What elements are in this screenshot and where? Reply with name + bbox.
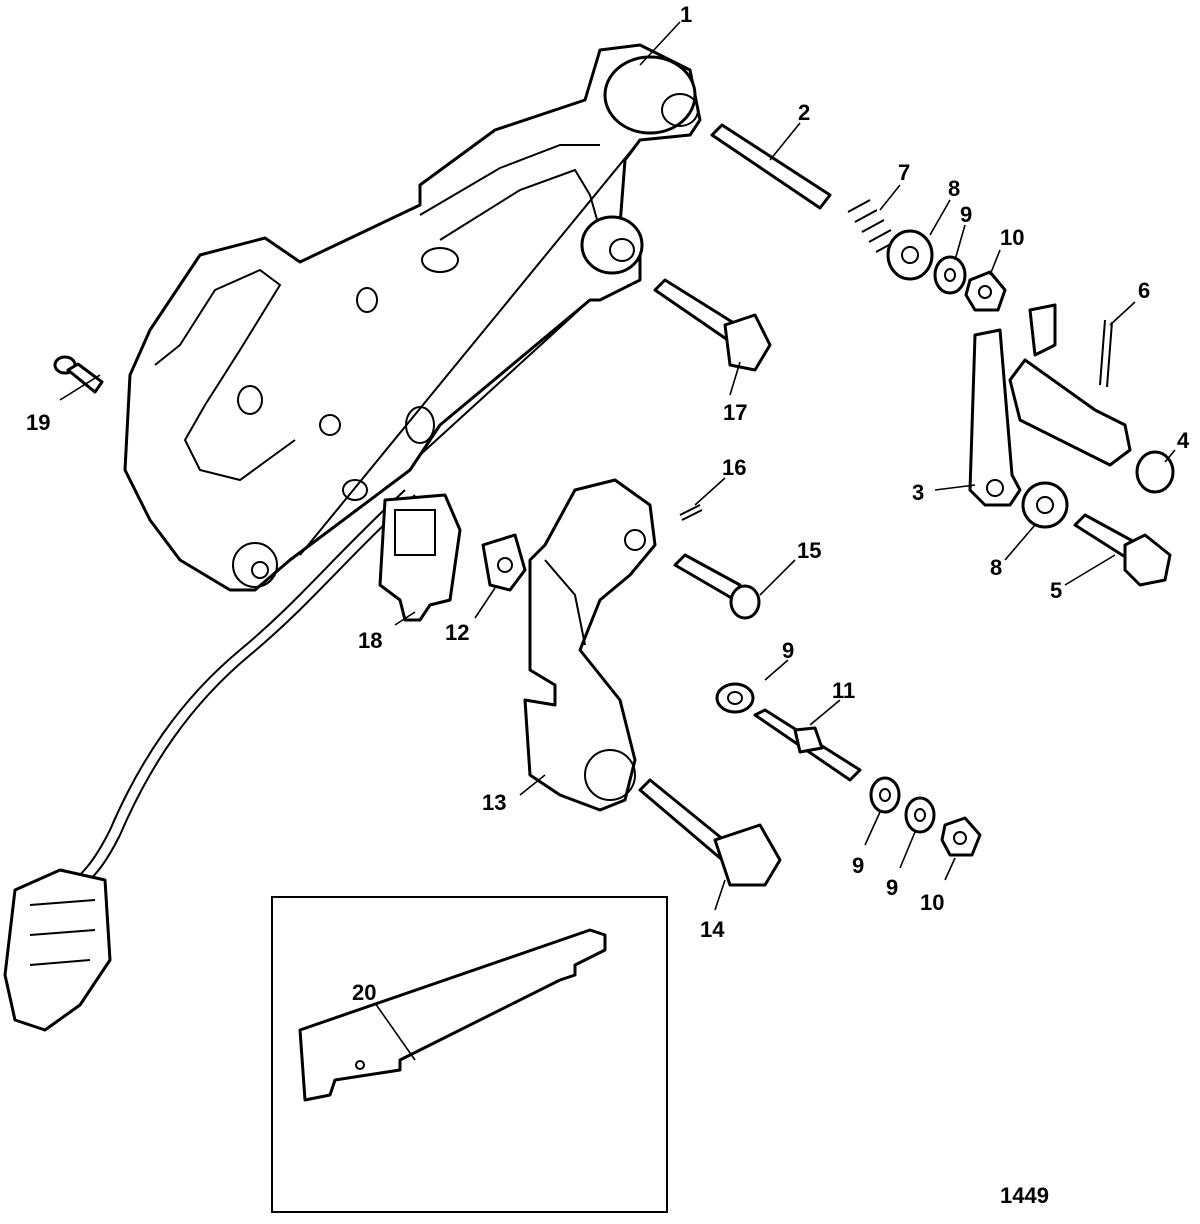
callout-10-top: 10 (1000, 225, 1024, 250)
washer-9-b (869, 776, 901, 814)
callout-14: 14 (700, 917, 725, 942)
bolt-14 (638, 778, 782, 887)
pivot-pin-2 (710, 123, 832, 210)
bolt-17 (653, 278, 772, 372)
cotter-pin-6 (1099, 319, 1113, 388)
stud-11 (753, 708, 862, 782)
callout-5: 5 (1050, 578, 1062, 603)
shift-lever-arm (523, 478, 657, 812)
washer-9-a (715, 682, 755, 714)
callout-7: 7 (898, 160, 910, 185)
wire-harness (3, 489, 416, 1032)
screw-19 (53, 355, 104, 394)
callout-9-top: 9 (960, 202, 972, 227)
callout-15: 15 (797, 538, 821, 563)
callout-19: 19 (26, 410, 50, 435)
nut-10-b (940, 816, 982, 857)
callout-9-mid: 9 (782, 638, 794, 663)
washer-9-top (933, 255, 967, 295)
leader-lines (59, 21, 1176, 1061)
callout-10-bottom: 10 (920, 890, 944, 915)
callout-9-lower-a: 9 (852, 853, 864, 878)
spring-7 (847, 199, 899, 253)
callout-13: 13 (482, 790, 506, 815)
callout-8-bottom: 8 (990, 555, 1002, 580)
inset-box (271, 896, 668, 1213)
callout-2: 2 (798, 100, 810, 125)
figure-number: 1449 (1000, 1183, 1049, 1208)
position-sensor (378, 493, 462, 622)
callout-6: 6 (1138, 278, 1150, 303)
callout-8-top: 8 (948, 176, 960, 201)
clevis-pin-15 (673, 553, 761, 620)
callout-9-lower-b: 9 (886, 875, 898, 900)
callout-17: 17 (723, 400, 747, 425)
callout-4: 4 (1177, 428, 1190, 453)
cap-4 (1135, 450, 1175, 494)
callout-18: 18 (358, 628, 382, 653)
callout-1: 1 (680, 2, 692, 27)
bolt-5 (1073, 513, 1172, 587)
shift-bracket-plate (123, 43, 702, 592)
callout-3: 3 (912, 480, 924, 505)
cotter-pin-16 (679, 504, 703, 521)
callout-labels: 1 2 3 4 5 6 7 8 8 9 9 9 9 10 10 11 12 13… (26, 2, 1190, 1208)
callout-16: 16 (722, 455, 746, 480)
washer-9-c (904, 796, 936, 834)
callout-11: 11 (832, 678, 855, 703)
sensor-plate (481, 533, 527, 592)
washer-8-a (886, 229, 934, 281)
washer-8-b (1021, 481, 1069, 529)
nut-10-a (964, 270, 1007, 312)
callout-12: 12 (445, 620, 469, 645)
callout-20: 20 (352, 980, 376, 1005)
shift-lever-3 (968, 303, 1132, 507)
